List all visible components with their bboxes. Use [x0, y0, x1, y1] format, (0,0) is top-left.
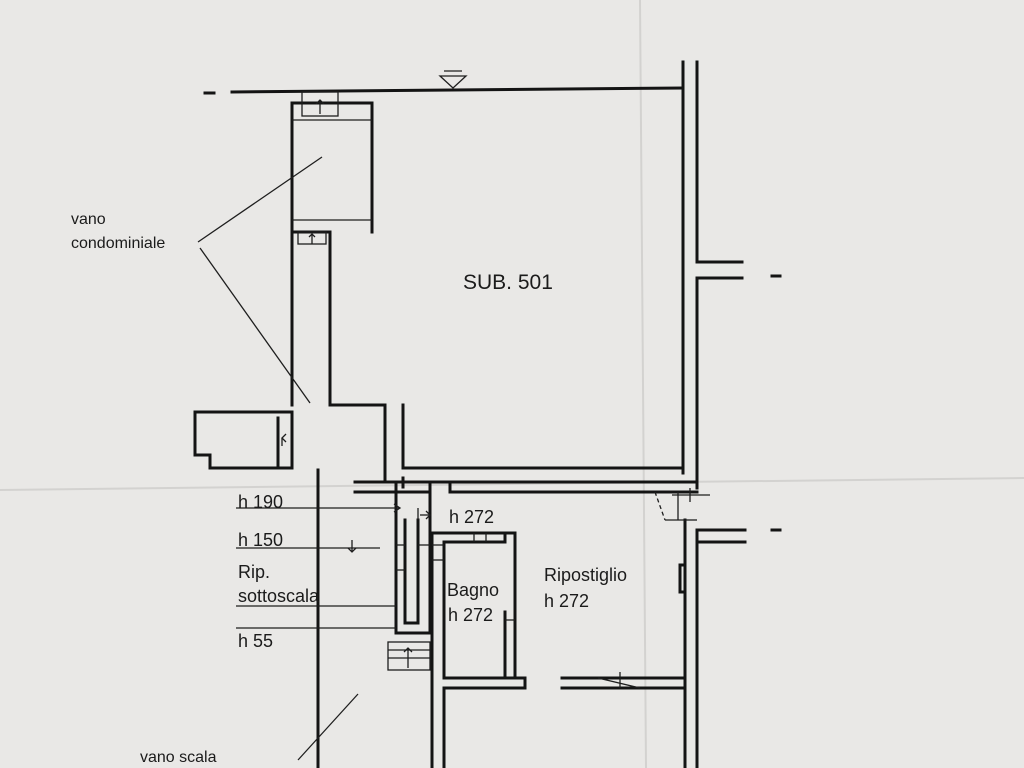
- height-55-label: h 55: [238, 631, 274, 651]
- corridor-height-label: h 272: [449, 507, 495, 527]
- height-190-label: h 190: [238, 492, 284, 512]
- bagno-height-label: h 272: [448, 605, 494, 625]
- walls: [193, 60, 782, 768]
- vano-scala-label: vano scala: [140, 749, 217, 766]
- thin-lines: [197, 70, 710, 761]
- rip-label-line1: Rip.: [238, 562, 271, 582]
- height-150-label: h 150: [238, 530, 284, 550]
- vano-condominiale-label-line2: condominiale: [71, 235, 166, 252]
- vano-condominiale-label-line1: vano: [71, 211, 106, 228]
- bagno-label: Bagno: [447, 580, 500, 600]
- ripostiglio-label: Ripostiglio: [544, 565, 628, 585]
- ripostiglio-height-label: h 272: [544, 591, 590, 611]
- sub-501-label: SUB. 501: [463, 271, 553, 294]
- rip-label-line2: sottoscala: [238, 586, 320, 606]
